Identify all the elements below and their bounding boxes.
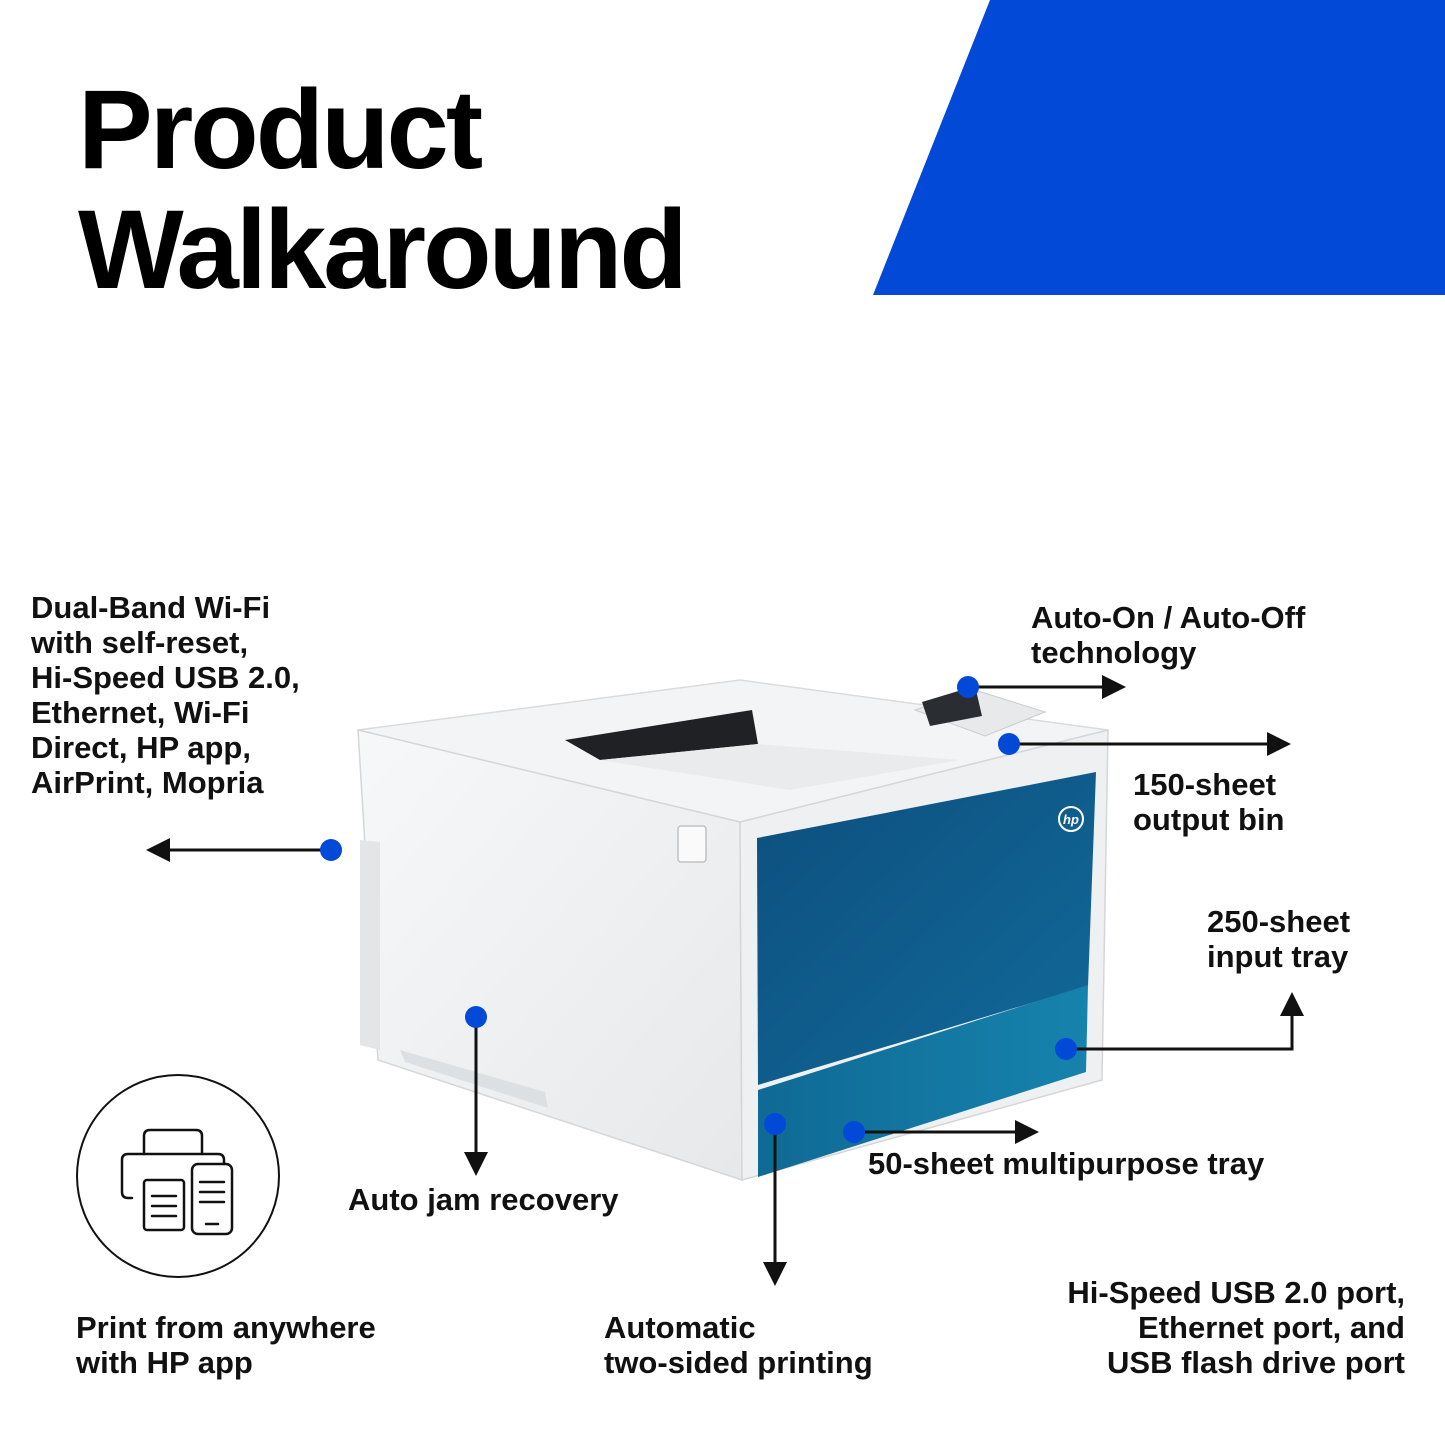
multipurpose-tray-dot (843, 1121, 865, 1143)
input-tray-line-2: input tray (1207, 939, 1349, 974)
multipurpose-tray-callout: 50-sheet multipurpose tray (868, 1146, 1264, 1181)
multipurpose-tray-line-1: 50-sheet multipurpose tray (868, 1146, 1265, 1181)
connectivity-line-5: Direct, HP app, (31, 730, 251, 765)
output-bin-line-1: 150-sheet (1133, 767, 1277, 802)
ports-callout: Hi-Speed USB 2.0 port, Ethernet port, an… (1067, 1275, 1405, 1380)
output-bin-dot (998, 733, 1020, 755)
input-tray-arrow (1066, 992, 1304, 1051)
duplex-callout: Automatic two-sided printing (604, 1310, 873, 1380)
page-title-line-1: Product (78, 67, 483, 192)
connectivity-line-2: with self-reset, (31, 625, 249, 660)
auto-on-off-line-2: technology (1031, 635, 1197, 670)
printer-side-recess (360, 840, 380, 1050)
hp-app-line-1: Print from anywhere (76, 1310, 376, 1345)
callout-lines (146, 675, 1304, 1286)
auto-jam-dot (465, 1006, 487, 1028)
input-tray-dot (1055, 1038, 1077, 1060)
input-tray-line-1: 250-sheet (1207, 904, 1351, 939)
output-bin-callout: 150-sheet output bin (1133, 767, 1285, 837)
connectivity-line-6: AirPrint, Mopria (31, 765, 264, 800)
hp-app-line-2: with HP app (76, 1345, 253, 1380)
ports-line-2: Ethernet port, and (1138, 1310, 1405, 1345)
printer-output-bin (600, 744, 960, 790)
duplex-line-1: Automatic (604, 1310, 756, 1345)
ports-line-1: Hi-Speed USB 2.0 port, (1067, 1275, 1405, 1310)
printer-base-edge (400, 1050, 548, 1108)
connectivity-callout: Dual-Band Wi-Fi with self-reset, Hi-Spee… (31, 590, 300, 800)
input-tray-callout: 250-sheet input tray (1207, 904, 1350, 974)
connectivity-line-3: Hi-Speed USB 2.0, (31, 660, 300, 695)
duplex-dot (764, 1113, 786, 1135)
hp-app-callout: Print from anywhere with HP app (76, 1310, 376, 1380)
printer-input-tray (758, 985, 1088, 1177)
page-title: Product Walkaround (78, 67, 688, 312)
printer-output-slot (565, 710, 758, 760)
callout-dots (320, 676, 1077, 1143)
auto-on-off-line-1: Auto-On / Auto-Off (1031, 600, 1306, 635)
auto-jam-line-1: Auto jam recovery (348, 1182, 619, 1217)
accent-banner (873, 0, 1445, 295)
connectivity-line-1: Dual-Band Wi-Fi (31, 590, 271, 625)
duplex-line-2: two-sided printing (604, 1345, 873, 1380)
app-badge (76, 1074, 280, 1278)
hp-logo-icon (1058, 806, 1084, 832)
printer-illustration: hp (357, 679, 1109, 1182)
auto-on-off-callout: Auto-On / Auto-Off technology (1031, 600, 1305, 670)
printer-front-door (757, 772, 1096, 1085)
auto-jam-callout: Auto jam recovery (348, 1182, 619, 1217)
printer-and-phone-icon (120, 1128, 234, 1236)
hp-logo-text: hp (1063, 812, 1079, 827)
auto-on-off-dot (957, 676, 979, 698)
power-button[interactable] (677, 825, 707, 863)
ports-line-3: USB flash drive port (1107, 1345, 1405, 1380)
connectivity-dot (320, 839, 342, 861)
output-bin-line-2: output bin (1133, 802, 1285, 837)
page-title-line-2: Walkaround (78, 187, 688, 312)
connectivity-line-4: Ethernet, Wi-Fi (31, 695, 250, 730)
